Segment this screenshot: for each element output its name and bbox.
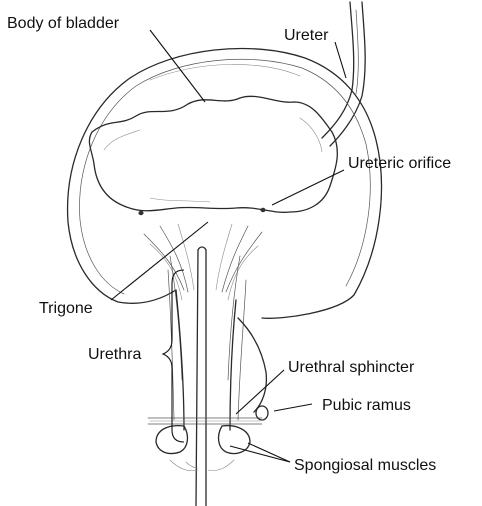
bladder-mucosa: [89, 96, 337, 212]
spongiosal-muscles: [156, 426, 250, 471]
label-spongiosal-muscles: Spongiosal muscles: [294, 457, 436, 474]
leader-lines: [111, 30, 346, 462]
leader-pubic-ramus: [274, 404, 312, 411]
leader-ureteric-orifice: [272, 170, 344, 205]
label-urethra: Urethra: [88, 346, 141, 363]
bladder-illustration: [68, 2, 382, 506]
urethral-tube: [196, 247, 206, 506]
label-urethral-sphincter: Urethral sphincter: [288, 359, 415, 376]
leader-body-of-bladder: [150, 30, 205, 102]
leader-ureter: [335, 42, 346, 78]
labels: Body of bladder Ureter Ureteric orifice …: [7, 15, 451, 474]
bladder-outer-wall: [68, 48, 382, 318]
pubic-ramus: [148, 406, 268, 424]
label-ureter: Ureter: [284, 27, 329, 44]
label-trigone: Trigone: [39, 300, 93, 317]
ureteric-orifices: [138, 208, 265, 215]
label-ureteric-orifice: Ureteric orifice: [348, 155, 451, 172]
leader-urethral-sphincter: [236, 370, 284, 414]
label-body-of-bladder: Body of bladder: [7, 15, 120, 32]
label-pubic-ramus: Pubic ramus: [322, 397, 411, 414]
urethra-funnel: [168, 270, 266, 430]
